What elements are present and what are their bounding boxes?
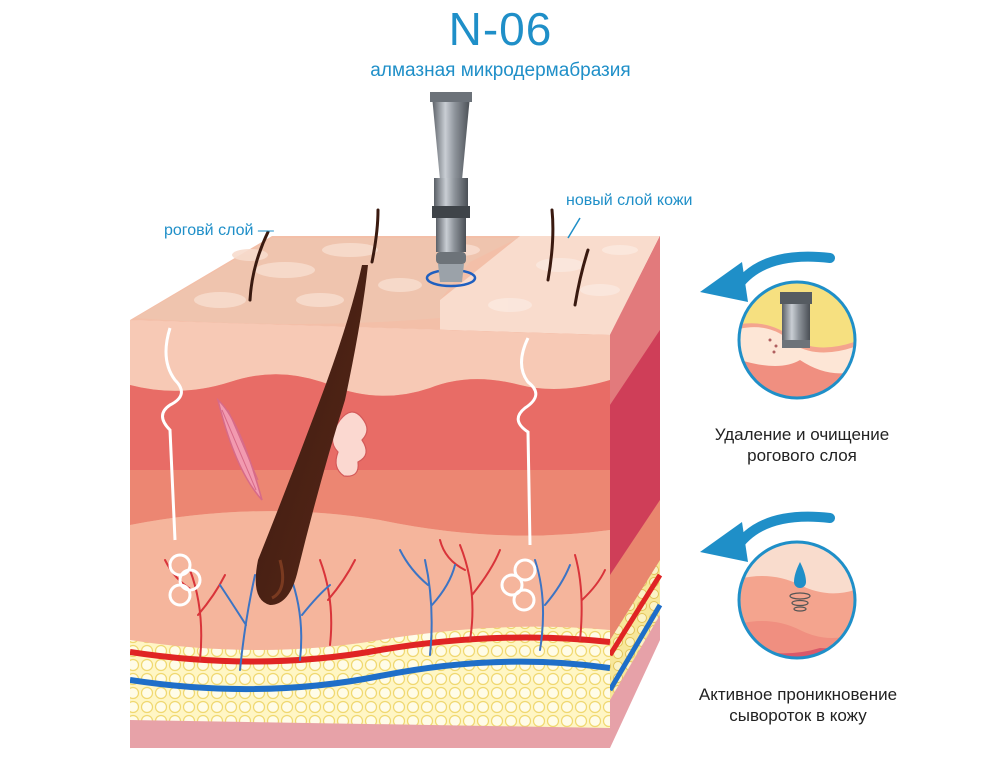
step-2-caption: Активное проникновение сывороток в кожу [698,685,898,725]
skin-front-face [130,320,610,748]
skin-top-surface [130,236,660,335]
nerve-fibers [161,327,538,612]
step-2-illustration [700,511,857,660]
new-layer-leader [567,217,581,239]
page-title: N-06 [448,3,553,55]
page-subtitle: алмазная микродермабразия [370,60,631,81]
label-horny-layer: роговй слой — [164,222,274,239]
surface-hairs [248,208,590,307]
hair-follicle [255,265,368,605]
arrow-head-icon [700,522,748,562]
label-new-layer: новый слой кожи [566,192,693,209]
skin-side-face [607,236,663,748]
step-1-illustration [700,251,857,400]
arrector-muscle [216,397,263,501]
arrow-head-icon [700,262,748,302]
diamond-probe [425,92,477,288]
step-1-caption: Удаление и очищение рогового слоя [714,425,890,465]
sweat-gland [331,411,368,477]
